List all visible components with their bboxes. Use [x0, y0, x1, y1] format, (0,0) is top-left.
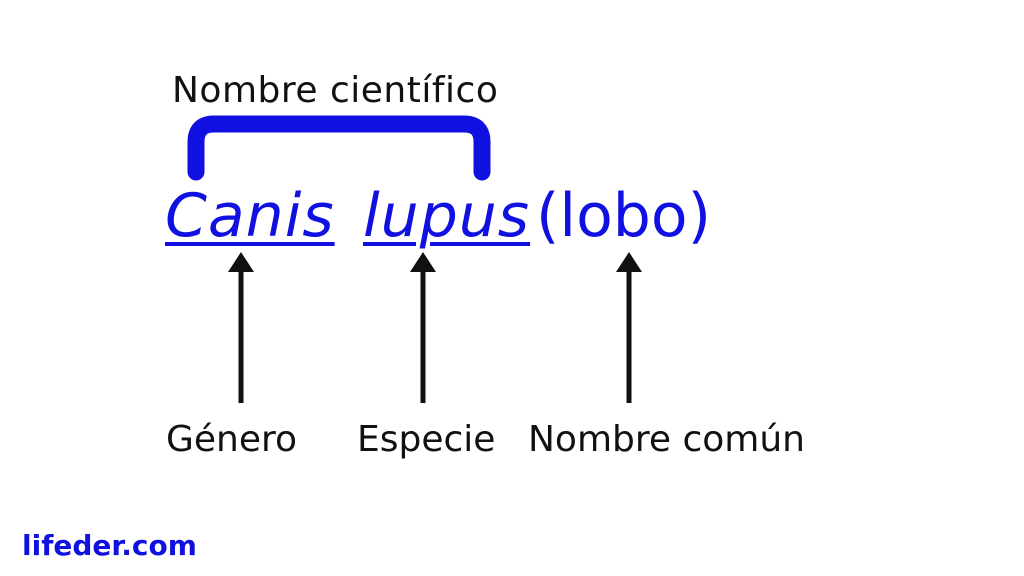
- common-name-label: Nombre común: [528, 419, 805, 460]
- genus-label: Género: [166, 419, 298, 460]
- arrow-up-icon: [616, 252, 642, 403]
- species-name: lupus: [363, 181, 531, 251]
- arrow-up-icon: [228, 252, 254, 403]
- scientific-name-bracket-icon: [187, 115, 491, 181]
- scientific-name-title: Nombre científico: [172, 70, 499, 111]
- common-name: (lobo): [536, 181, 711, 251]
- species-label: Especie: [357, 419, 496, 460]
- genus-name: Canis: [165, 181, 335, 251]
- brand-logo: lifeder.com: [22, 529, 197, 562]
- arrow-up-icon: [410, 252, 436, 403]
